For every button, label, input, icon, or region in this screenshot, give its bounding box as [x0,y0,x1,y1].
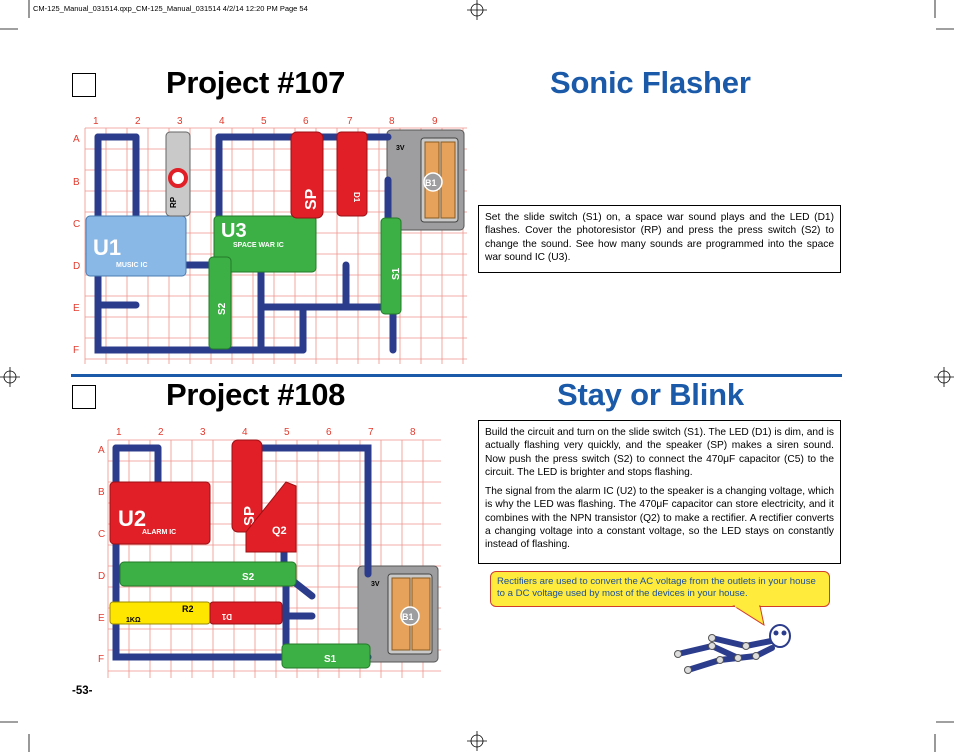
grid-row-label: F [98,654,104,665]
sp-label: SP [241,506,258,526]
grid-col-label: 6 [326,427,332,438]
u3-label: U3 [221,220,247,242]
s1-label: S1 [324,654,337,665]
grid-col-label: 7 [347,116,353,127]
grid-col-label: 4 [219,116,225,127]
snake-mascot-icon [674,624,791,674]
u3-sub: SPACE WAR IC [233,242,284,249]
s2-label: S2 [242,572,255,583]
grid-col-label: 2 [158,427,164,438]
grid-col-label: 7 [368,427,374,438]
print-header: CM-125_Manual_031514.qxp_CM-125_Manual_0… [33,4,308,13]
b1-label: B1 [425,178,437,188]
project-107-description: Set the slide switch (S1) on, a space wa… [478,205,841,273]
grid-row-label: A [73,134,80,145]
b1-label: B1 [402,612,414,622]
page-number: -53- [72,685,93,697]
grid-col-label: 5 [284,427,290,438]
u1-label: U1 [93,235,121,260]
grid-col-label: 9 [432,116,438,127]
grid-col-label: 6 [303,116,309,127]
project-107-title: Project #107 [166,65,346,100]
d1-label: D1 [352,192,361,203]
grid-row-label: D [98,571,105,582]
project-108-name: Stay or Blink [557,377,744,412]
b1-voltage: 3V [371,581,380,588]
grid-row-label: E [73,303,80,314]
grid-row-label: D [73,261,80,272]
project-107-checkbox[interactable] [72,73,96,97]
u1-sub: MUSIC IC [116,262,148,269]
grid-col-label: 3 [200,427,206,438]
grid-col-label: 2 [135,116,141,127]
grid-row-label: B [73,177,80,188]
description-paragraph-1: Build the circuit and turn on the slide … [485,427,834,478]
grid-col-label: 5 [261,116,267,127]
project-107-name: Sonic Flasher [550,65,751,100]
grid-row-label: C [73,219,80,230]
grid-col-label: 8 [410,427,416,438]
description-paragraph-2: The signal from the alarm IC (U2) to the… [485,486,834,551]
grid-row-label: F [73,345,79,356]
rp-label: RP [169,196,178,208]
grid-col-label: 1 [93,116,99,127]
grid-col-label: 1 [116,427,122,438]
grid-row-label: E [98,613,105,624]
project-108-title: Project #108 [166,377,346,412]
d1-label: D1 [221,612,232,621]
r2-value: 1KΩ [126,617,141,624]
u2-label: U2 [118,506,146,531]
r2-label: R2 [182,604,194,614]
grid-row-label: A [98,445,105,456]
grid-row-label: B [98,487,105,498]
rectifier-callout: Rectifiers are used to convert the AC vo… [490,571,830,607]
u2-sub: ALARM IC [142,529,176,536]
project-108-description: Build the circuit and turn on the slide … [478,420,841,564]
grid-col-label: 8 [389,116,395,127]
project-108-checkbox[interactable] [72,385,96,409]
section-divider [71,374,842,377]
project-108-circuit-diagram: 1 2 3 4 5 6 7 8 A B C D E F B1 3V U2 ALA… [96,422,441,678]
q2-label: Q2 [272,525,287,537]
callout-pointer [732,605,765,627]
grid-col-label: 3 [177,116,183,127]
b1-voltage: 3V [396,145,405,152]
project-107-circuit-diagram: 1 2 3 4 5 6 7 8 9 A B C D E F B1 3V [71,110,467,364]
grid-row-label: C [98,529,105,540]
grid-col-label: 4 [242,427,248,438]
s2-label: S2 [217,302,228,315]
sp-label: SP [303,188,320,210]
s1-label: S1 [391,267,402,280]
